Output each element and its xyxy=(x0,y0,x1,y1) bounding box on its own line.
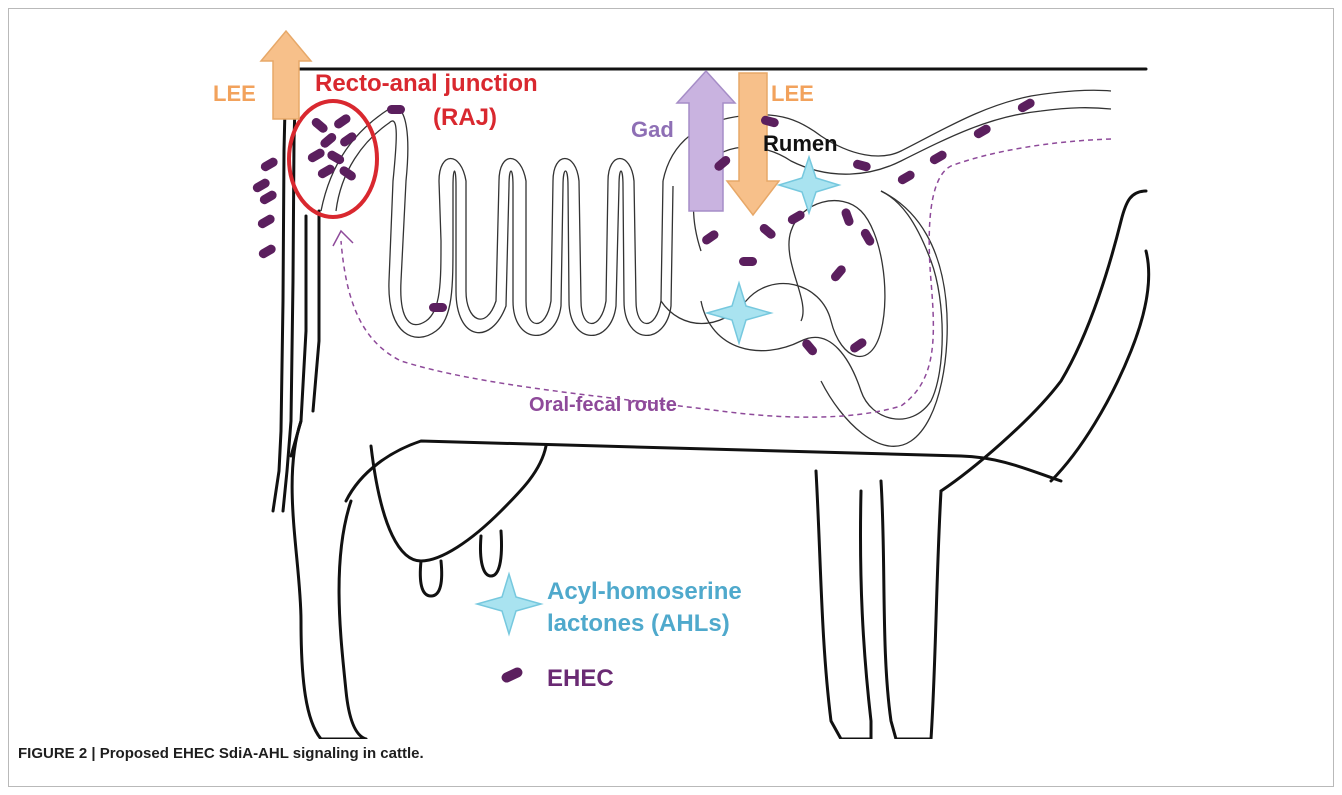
route-arrowhead xyxy=(333,231,353,246)
ahl-star-1 xyxy=(779,157,839,213)
ehec-cell xyxy=(257,243,277,260)
legend-ehec-cell xyxy=(500,666,524,684)
cow-chest xyxy=(941,191,1146,491)
ehec-cell xyxy=(387,105,405,114)
lee-arrow-left xyxy=(261,31,311,119)
lee-left-label: LEE xyxy=(213,81,256,106)
ehec-cell xyxy=(829,264,847,284)
lee-right-label: LEE xyxy=(771,81,814,106)
ehec-cell xyxy=(251,177,271,194)
legend-ehec-label: EHEC xyxy=(547,665,614,692)
raj-label-line2: (RAJ) xyxy=(433,104,497,131)
gad-arrow xyxy=(677,71,735,211)
ehec-cell xyxy=(758,222,778,240)
ehec-cell xyxy=(786,209,806,226)
ehec-cell xyxy=(840,207,855,227)
legend-ahl-star xyxy=(477,574,541,634)
ehec-cell xyxy=(928,149,948,166)
ehec-cell xyxy=(316,163,336,180)
cow-tail xyxy=(273,66,286,511)
ehec-cell xyxy=(700,229,720,247)
raj-label-line1: Recto-anal junction xyxy=(315,70,538,97)
ehec-cell xyxy=(259,156,279,173)
ehec-cell xyxy=(338,131,358,149)
legend-ahl-line1: Acyl-homoserine xyxy=(547,578,742,605)
colon-outer xyxy=(321,107,663,324)
cow-belly xyxy=(346,441,1061,501)
ehec-cell xyxy=(848,337,868,355)
figure-frame: LEE Recto-anal junction (RAJ) Gad LEE Ru… xyxy=(8,8,1334,787)
legend-ahl-line2: lactones (AHLs) xyxy=(547,610,730,637)
ahl-star-2 xyxy=(707,283,771,343)
rumen-label: Rumen xyxy=(763,131,838,156)
ehec-cell xyxy=(256,213,276,230)
ehec-cell xyxy=(332,113,352,131)
ehec-cell xyxy=(306,147,326,164)
cow-udder xyxy=(371,446,546,561)
ehec-cell xyxy=(258,189,278,206)
ehec-cell xyxy=(319,131,339,149)
ehec-cell xyxy=(310,116,330,134)
ehec-cell xyxy=(972,123,992,140)
oral-fecal-route-label: Oral-fecal route xyxy=(529,394,677,416)
ehec-cell xyxy=(326,149,346,166)
gad-label: Gad xyxy=(631,117,674,142)
ehec-cell xyxy=(896,169,916,186)
ehec-cell xyxy=(338,165,358,183)
ehec-cell xyxy=(852,159,872,172)
figure-caption: FIGURE 2 | Proposed EHEC SdiA-AHL signal… xyxy=(18,745,424,762)
ehec-cell xyxy=(739,257,757,266)
cow-rear-leg xyxy=(292,421,321,739)
cattle-diagram: LEE Recto-anal junction (RAJ) Gad LEE Ru… xyxy=(9,9,1335,739)
ehec-cell xyxy=(429,303,447,312)
